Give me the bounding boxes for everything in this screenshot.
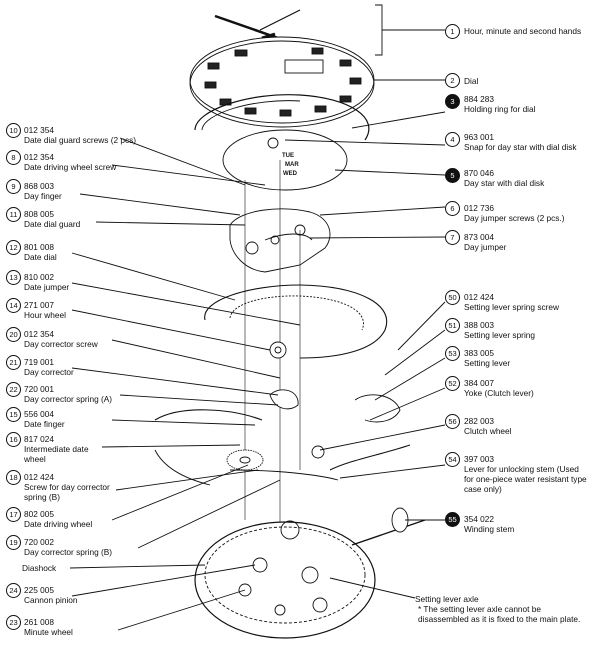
callout-9: 9 <box>6 179 21 194</box>
callout-50: 50 <box>445 290 460 305</box>
watch-hands <box>214 9 301 40</box>
callout-12: 12 <box>6 240 21 255</box>
callout-4: 4 <box>445 132 460 147</box>
callout-20: 20 <box>6 327 21 342</box>
callout-15: 15 <box>6 407 21 422</box>
callout-18: 18 <box>6 470 21 485</box>
dial-text-day: TUE <box>282 153 294 159</box>
callout-19: 19 <box>6 535 21 550</box>
callout-53: 53 <box>445 346 460 361</box>
callout-51: 51 <box>445 318 460 333</box>
callout-55: 55 <box>445 512 460 527</box>
callout-5: 5 <box>445 168 460 183</box>
callout-23: 23 <box>6 615 21 630</box>
callout-16: 16 <box>6 432 21 447</box>
label-hands: Hour, minute and second hands <box>464 26 582 36</box>
callout-8: 8 <box>6 150 21 165</box>
callout-14: 14 <box>6 298 21 313</box>
label-dial: Dial <box>464 76 479 86</box>
callout-11: 11 <box>6 207 21 222</box>
callout-22: 22 <box>6 382 21 397</box>
callout-3: 3 <box>445 94 460 109</box>
callout-52: 52 <box>445 376 460 391</box>
dial-text-month: MAR <box>285 162 299 168</box>
date-driving-wheel <box>226 449 264 471</box>
day-star-disk <box>222 129 348 191</box>
label-diashock: Diashock <box>22 563 57 573</box>
callout-17: 17 <box>6 507 21 522</box>
callout-54: 54 <box>445 452 460 467</box>
callout-10: 10 <box>6 123 21 138</box>
note-axle: * The setting lever axle cannot be disas… <box>418 604 581 624</box>
date-dial <box>204 284 388 359</box>
callout-56: 56 <box>445 414 460 429</box>
callout-6: 6 <box>445 201 460 216</box>
callout-24: 24 <box>6 583 21 598</box>
callout-1: 1 <box>445 24 460 39</box>
label-setting-lever-axle: Setting lever axle <box>415 594 479 604</box>
dial-text-weekday: WED <box>283 171 298 177</box>
callout-7: 7 <box>445 230 460 245</box>
main-plate <box>194 520 376 639</box>
callout-13: 13 <box>6 270 21 285</box>
callout-21: 21 <box>6 355 21 370</box>
dial <box>189 36 375 128</box>
callout-2: 2 <box>445 73 460 88</box>
